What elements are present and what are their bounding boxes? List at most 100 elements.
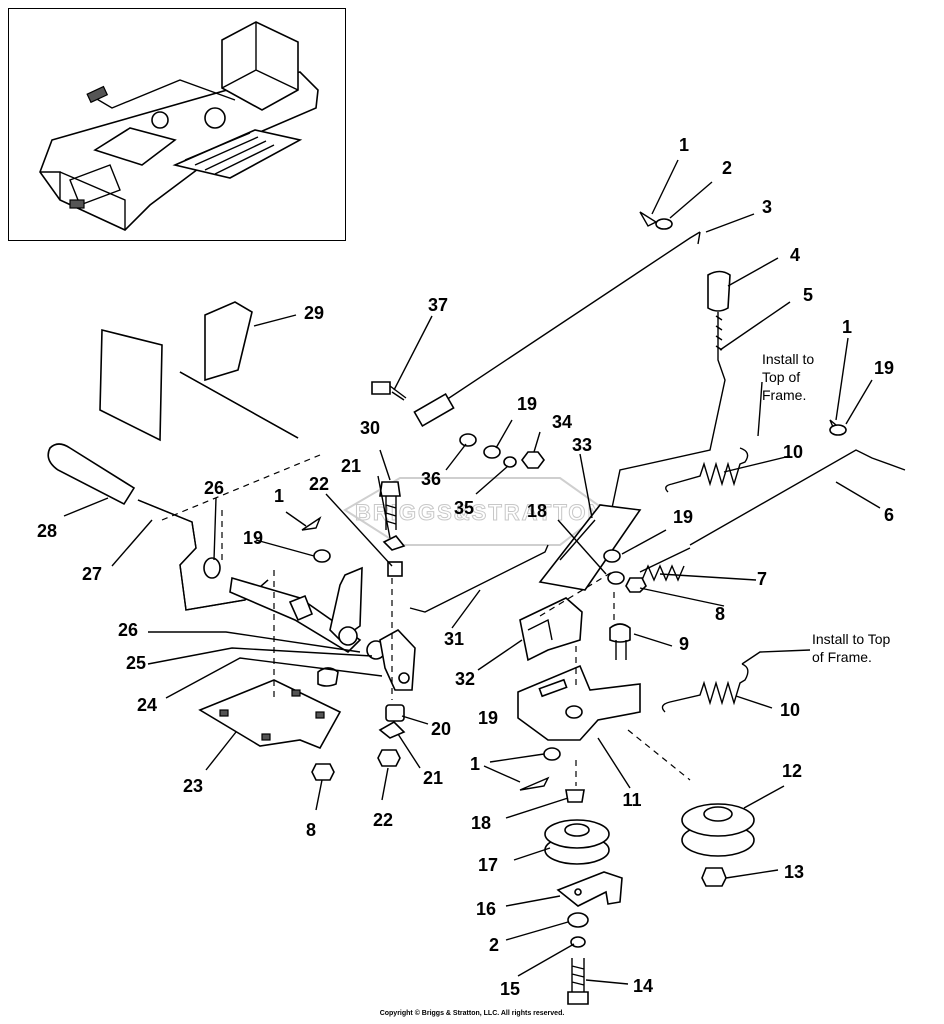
- callout-32: 32: [455, 669, 475, 689]
- svg-text:Install to: Install to: [762, 351, 814, 367]
- callout-27: 27: [82, 564, 102, 584]
- callout-22: 22: [373, 810, 393, 830]
- callout-2: 2: [489, 935, 499, 955]
- part-18-bushing-b: [565, 789, 585, 803]
- part-1-cotter-pin-a: [639, 211, 658, 227]
- callout-26: 26: [118, 620, 138, 640]
- part-9-bolt: [609, 623, 631, 660]
- callout-16: 16: [476, 899, 496, 919]
- part-7-spring: [639, 547, 691, 582]
- part-6-rod: [689, 449, 906, 546]
- part-19-washer-b: [603, 549, 621, 563]
- part-22-nut-b: [377, 749, 401, 767]
- part-12-pulley: [681, 803, 755, 857]
- install-note-a: Install to Top of Frame.: [762, 351, 814, 403]
- callout-18: 18: [527, 501, 547, 521]
- callout-19: 19: [478, 708, 498, 728]
- part-25-shaft-assembly: [229, 566, 386, 660]
- callout-4: 4: [790, 245, 800, 265]
- callout-10: 10: [780, 700, 800, 720]
- callout-6: 6: [884, 505, 894, 525]
- callout-25: 25: [126, 653, 146, 673]
- callout-14: 14: [633, 976, 653, 996]
- callout-22: 22: [309, 474, 329, 494]
- callout-2: 2: [722, 158, 732, 178]
- callout-28: 28: [37, 521, 57, 541]
- copyright-notice: Copyright © Briggs & Stratton, LLC. All …: [379, 1010, 565, 1017]
- svg-text:Frame.: Frame.: [762, 387, 806, 403]
- callout-26: 26: [204, 478, 224, 498]
- callout-3: 3: [762, 197, 772, 217]
- callout-19: 19: [874, 358, 894, 378]
- part-1-cotter-pin-c: [301, 516, 322, 531]
- part-20-spacer: [385, 704, 405, 722]
- callout-37: 37: [428, 295, 448, 315]
- part-33-bracket: [538, 504, 642, 591]
- part-29-pedal-shaft: [99, 301, 299, 442]
- callout-33: 33: [572, 435, 592, 455]
- callout-35: 35: [454, 498, 474, 518]
- install-note-b: Install to Top of Frame.: [812, 631, 891, 665]
- callout-1: 1: [679, 135, 689, 155]
- part-15-lockwasher: [570, 936, 586, 948]
- inset-frame-illustration: [39, 21, 319, 231]
- callout-1: 1: [274, 486, 284, 506]
- callout-20: 20: [431, 719, 451, 739]
- assembly-guide-lines: [161, 454, 691, 786]
- callout-18: 18: [471, 813, 491, 833]
- part-26-bushing-a: [203, 557, 221, 579]
- callout-1: 1: [470, 754, 480, 774]
- callout-5: 5: [803, 285, 813, 305]
- callout-34: 34: [552, 412, 572, 432]
- part-18-bushing-a: [607, 571, 625, 585]
- part-19-washer-d: [543, 747, 561, 761]
- callout-15: 15: [500, 979, 520, 999]
- part-19-washer-c: [313, 549, 331, 563]
- callout-9: 9: [679, 634, 689, 654]
- callout-1: 1: [842, 317, 852, 337]
- svg-text:of Frame.: of Frame.: [812, 649, 872, 665]
- part-8-nut-a: [625, 577, 647, 593]
- callout-36: 36: [421, 469, 441, 489]
- callout-31: 31: [444, 629, 464, 649]
- part-21-clip-b: [378, 721, 406, 739]
- part-28-grip: [47, 443, 136, 506]
- part-19-washer-a: [829, 424, 847, 436]
- part-4-knob: [707, 270, 731, 312]
- part-2-washer-a: [655, 218, 673, 230]
- part-24-arm: [379, 628, 416, 691]
- callout-10: 10: [783, 442, 803, 462]
- part-11-bracket: [517, 664, 641, 741]
- part-21-clip-a: [382, 534, 406, 551]
- parts-36-35-34-19-hardware: [459, 433, 545, 469]
- svg-text:Install to Top: Install to Top: [812, 631, 891, 647]
- part-32-bracket: [519, 597, 583, 662]
- part-10-spring-a: [665, 447, 749, 493]
- callout-7: 7: [757, 569, 767, 589]
- callout-8: 8: [715, 604, 725, 624]
- callout-8: 8: [306, 820, 316, 840]
- part-27-lever: [137, 499, 269, 611]
- callout-12: 12: [782, 761, 802, 781]
- part-3-rod: [413, 231, 701, 428]
- callout-11: 11: [622, 790, 641, 810]
- part-13-nut: [701, 867, 727, 887]
- callout-30: 30: [360, 418, 380, 438]
- part-31-rod: [409, 544, 549, 613]
- callout-21: 21: [423, 768, 443, 788]
- part-14-bolt: [567, 958, 589, 1005]
- callout-13: 13: [784, 862, 804, 882]
- part-17-idler-pulley: [544, 819, 610, 865]
- callout-21: 21: [341, 456, 361, 476]
- callout-29: 29: [304, 303, 324, 323]
- part-8-nut-b: [311, 763, 335, 781]
- callout-24: 24: [137, 695, 157, 715]
- part-37-screw: [371, 381, 407, 401]
- part-5-shift-rod: [611, 312, 726, 509]
- callout-23: 23: [183, 776, 203, 796]
- part-2-washer-b: [567, 912, 589, 928]
- part-1-cotter-pin-d: [519, 776, 550, 791]
- callout-19: 19: [243, 528, 263, 548]
- callout-19: 19: [673, 507, 693, 527]
